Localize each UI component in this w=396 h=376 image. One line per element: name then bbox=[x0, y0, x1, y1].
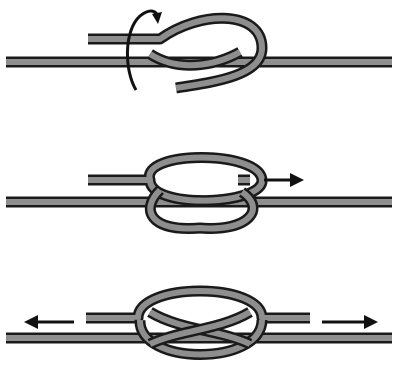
pull-arrow-left-step-3 bbox=[24, 315, 74, 329]
knot-step-3 bbox=[6, 291, 392, 355]
rope-loop-upper-step-2 bbox=[88, 158, 262, 201]
pull-arrow-right-step-3 bbox=[322, 315, 378, 329]
rotation-arrow bbox=[127, 11, 162, 90]
knot-step-1 bbox=[6, 11, 392, 90]
rope-loop-upper-step-3 bbox=[86, 291, 310, 318]
knot-step-2 bbox=[6, 158, 392, 229]
pull-arrow-right-step-2 bbox=[264, 173, 304, 187]
